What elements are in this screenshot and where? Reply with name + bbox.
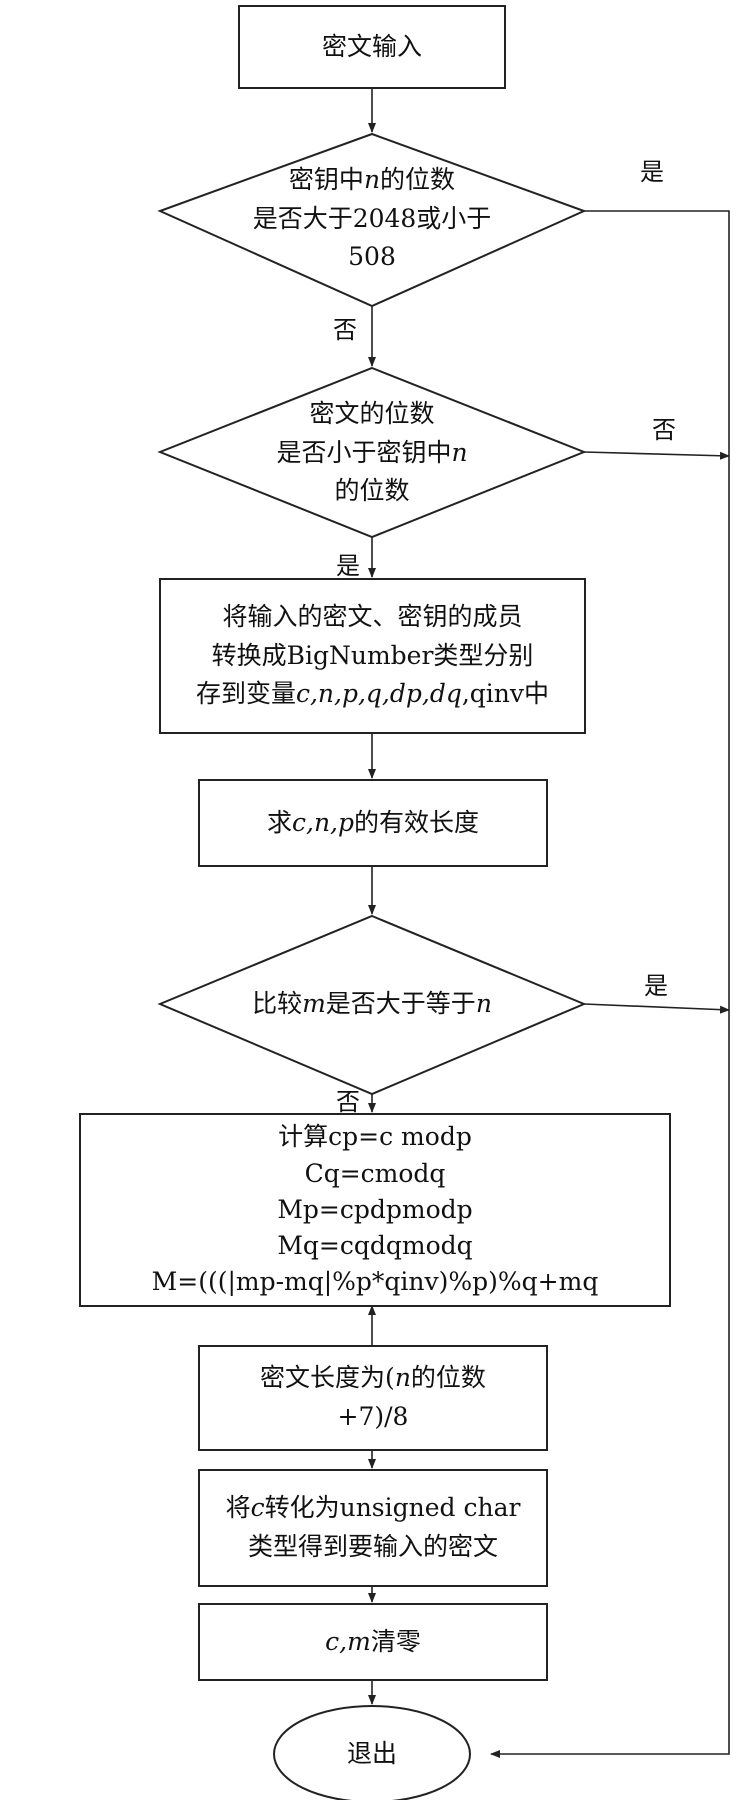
terminal-exit: [273, 1705, 471, 1800]
text-check-n-bits: 密钥中n的位数 是否大于2048或小于 508: [200, 144, 544, 294]
label-d3-no: 否: [336, 1088, 360, 1116]
text-cipher-length: 密文长度为(n的位数 +7)/8: [199, 1346, 547, 1450]
text-compare: 比较m是否大于等于n: [200, 960, 544, 1048]
box-to-char: [198, 1469, 548, 1587]
label-d3-yes: 是: [644, 972, 668, 1000]
line: 密文长度为(n的位数: [260, 1363, 486, 1393]
line: 密钥中n的位数: [288, 164, 456, 194]
text-check-cipher-bits: 密文的位数 是否小于密钥中n 的位数: [276, 398, 468, 506]
box-clear: [198, 1603, 548, 1681]
line: 求c,n,p的有效长度: [266, 807, 480, 837]
box-compute: [79, 1113, 671, 1307]
label-d1-no: 否: [333, 316, 357, 344]
decision-n-bits: [157, 132, 587, 308]
text-compute: 计算cp=c modp Cq=cmodq Mp=cpdpmodp Mq=cqdq…: [151, 1122, 599, 1297]
decision-compare: [157, 914, 587, 1096]
text-input: 密文输入: [321, 31, 422, 61]
line: 存到变量c,n,p,q,dp,dq,qinv中: [195, 679, 550, 709]
box-cipher-length: [198, 1345, 548, 1451]
box-input: [238, 5, 506, 89]
text-convert: 将输入的密文、密钥的成员 转换成BigNumber类型分别 存到变量c,n,p,…: [160, 579, 585, 733]
line: 是否小于密钥中n: [276, 437, 468, 467]
connector-d2-no-right: [583, 451, 730, 460]
label-d2-no: 否: [652, 416, 676, 444]
line: 比较m是否大于等于n: [252, 988, 492, 1018]
box-length: [198, 779, 548, 867]
text-to-char: 将c转化为unsigned char 类型得到要输入的密文: [199, 1470, 547, 1586]
text-length: 求c,n,p的有效长度: [199, 780, 547, 866]
line: c,m清零: [325, 1626, 421, 1656]
label-d1-yes: 是: [640, 158, 664, 186]
line: 将c转化为unsigned char: [225, 1493, 521, 1523]
connector-d1-yes-right: [490, 210, 730, 1758]
label-d2-yes: 是: [336, 552, 360, 580]
box-convert: [159, 578, 586, 734]
text-exit: 退出: [346, 1738, 397, 1768]
text-clear: c,m清零: [199, 1604, 547, 1680]
connector-d3-yes-right: [583, 1003, 730, 1014]
decision-cipher-bits: [157, 366, 587, 539]
